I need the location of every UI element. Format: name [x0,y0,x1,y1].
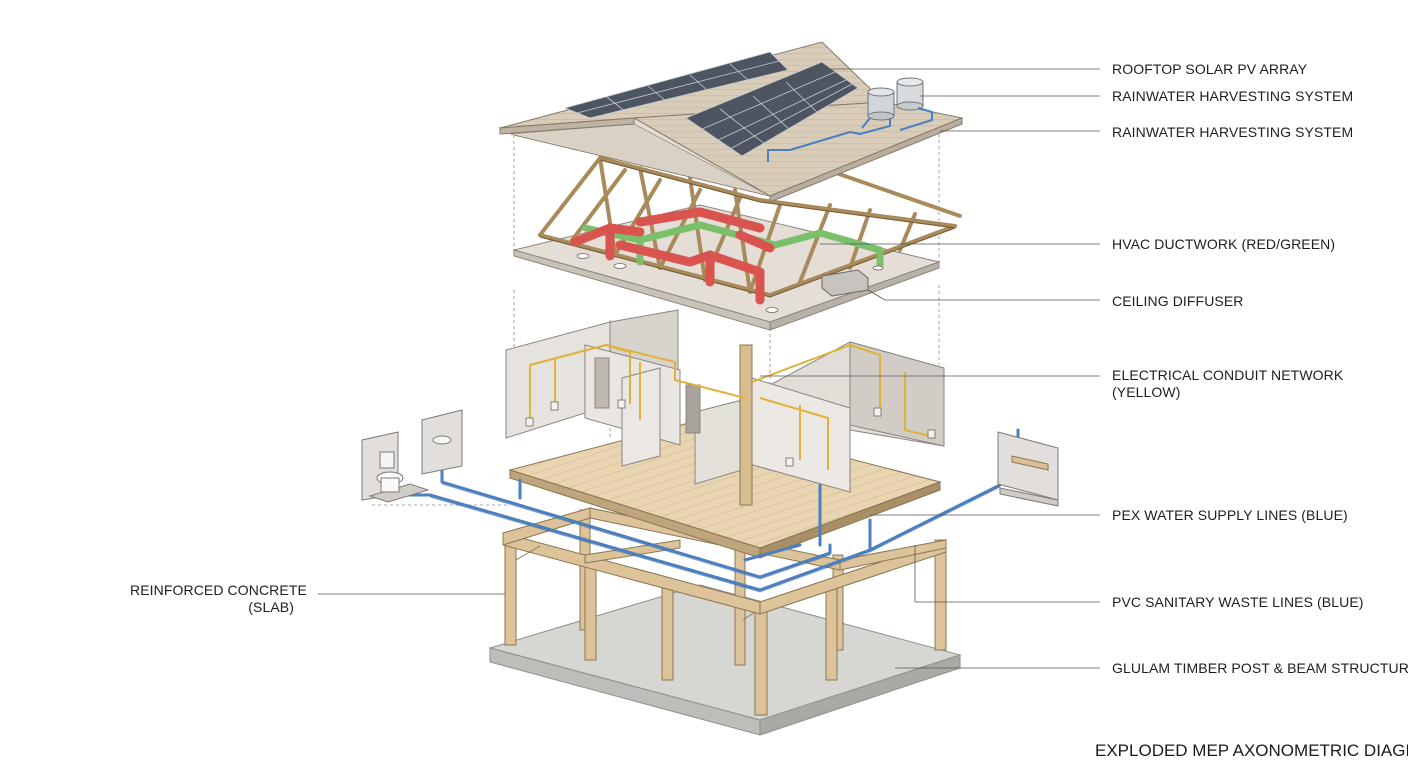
rainwater-tanks [867,77,924,121]
diagram-title: EXPLODED MEP AXONOMETRIC DIAGRAM [1095,741,1408,760]
label-rooftop-solar: ROOFTOP SOLAR PV ARRAY [1112,61,1308,77]
solar-panels-left [563,51,789,119]
hvac-supply-ducts [570,207,775,305]
ceiling-diffusers [576,253,884,313]
roof-trusses-edge [539,159,956,298]
label-rainwater-harvesting-1: RAINWATER HARVESTING SYSTEM [1112,88,1354,104]
vertical-chase [739,344,753,506]
leader-lines [318,68,1100,669]
concrete-slab [488,584,962,736]
label-electrical-conduit-line2: (YELLOW) [1112,384,1181,400]
label-rainwater-harvesting-2: RAINWATER HARVESTING SYSTEM [1112,124,1354,140]
label-reinforced-concrete-line2: (SLAB) [248,599,294,615]
label-ceiling-diffuser: CEILING DIFFUSER [1112,293,1244,309]
label-pex-water-supply: PEX WATER SUPPLY LINES (BLUE) [1112,507,1348,523]
label-hvac-ductwork: HVAC DUCTWORK (RED/GREEN) [1112,236,1336,252]
label-glulam-structure: GLULAM TIMBER POST & BEAM STRUCTURE [1112,660,1408,676]
rainwater-piping [767,107,933,162]
sink-fixture-left [421,409,463,475]
walls [505,309,945,493]
label-reinforced-concrete-line1: REINFORCED CONCRETE [130,582,307,598]
label-electrical-conduit-line1: ELECTRICAL CONDUIT NETWORK [1112,367,1344,383]
label-pvc-sanitary-waste: PVC SANITARY WASTE LINES (BLUE) [1112,594,1364,610]
solar-panels-right [685,61,859,157]
water-piping-shadow [429,483,1001,593]
electrical-conduit [529,344,931,470]
sink-fixture-right [997,431,1059,507]
toilet-fixture [361,431,430,503]
outlet-boxes [525,399,936,467]
